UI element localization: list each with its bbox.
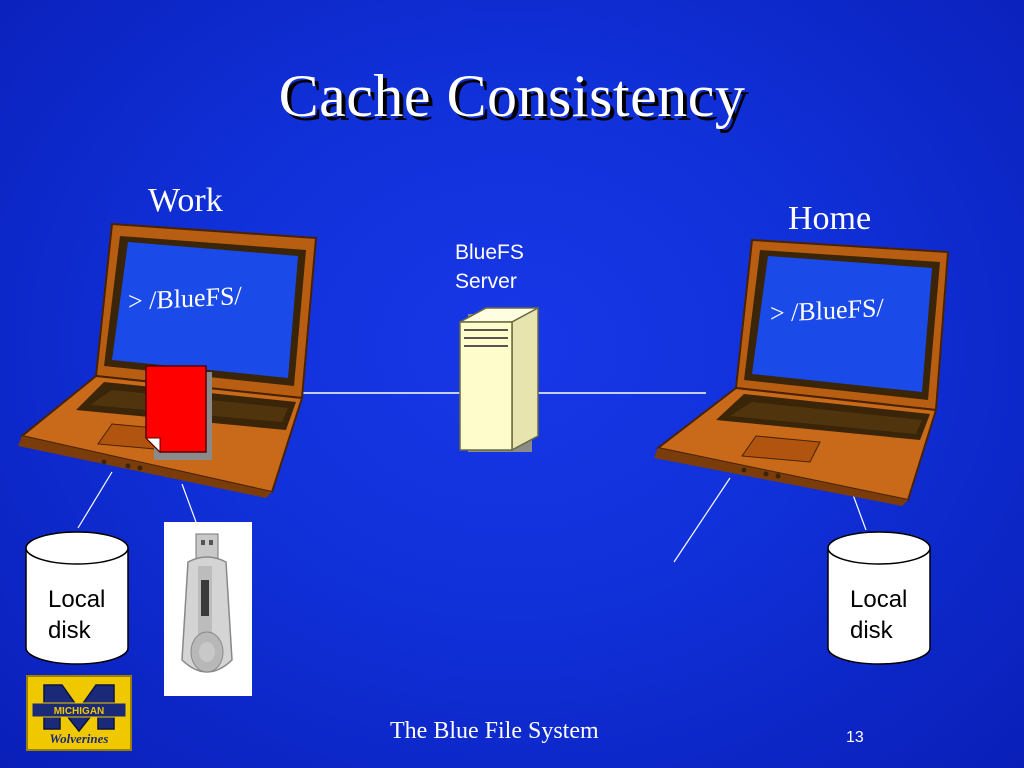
work-screen-text: > /BlueFS/ bbox=[128, 281, 242, 316]
slide-title: Cache Consistency bbox=[278, 63, 746, 129]
local-disk-right bbox=[827, 531, 931, 665]
link-work-usb bbox=[181, 483, 197, 523]
server-label: BlueFS Server bbox=[455, 238, 524, 296]
local-disk-left bbox=[25, 531, 129, 665]
local-disk-left-label: Local disk bbox=[48, 584, 138, 646]
link-work-disk bbox=[77, 471, 113, 529]
home-laptop bbox=[654, 238, 950, 506]
work-laptop bbox=[18, 222, 318, 498]
usb-drive bbox=[164, 522, 252, 696]
logo-banner: MICHIGAN bbox=[54, 706, 105, 717]
server-label-line1: BlueFS bbox=[455, 241, 524, 264]
home-laptop-screen bbox=[752, 256, 932, 392]
work-label: Work bbox=[148, 182, 223, 219]
local-disk-right-line1: Local bbox=[850, 586, 908, 613]
michigan-logo: MICHIGAN Wolverines bbox=[26, 675, 132, 751]
link-home-disk bbox=[851, 491, 867, 531]
page-number: 13 bbox=[846, 729, 864, 746]
local-disk-right-line2: disk bbox=[850, 617, 893, 644]
home-screen-text: > /BlueFS/ bbox=[770, 293, 884, 328]
local-disk-right-label: Local disk bbox=[850, 584, 940, 646]
logo-script: Wolverines bbox=[50, 731, 109, 746]
local-disk-left-line2: disk bbox=[48, 617, 91, 644]
file-icon bbox=[144, 365, 212, 460]
work-laptop-screen bbox=[112, 242, 298, 378]
link-home-offscreen bbox=[673, 477, 731, 563]
michigan-m-icon: MICHIGAN Wolverines bbox=[28, 677, 130, 749]
local-disk-left-line1: Local bbox=[48, 586, 106, 613]
server-label-line2: Server bbox=[455, 270, 517, 293]
server-tower bbox=[459, 306, 539, 452]
slide-footer: The Blue File System bbox=[390, 718, 599, 744]
home-label: Home bbox=[788, 200, 872, 237]
